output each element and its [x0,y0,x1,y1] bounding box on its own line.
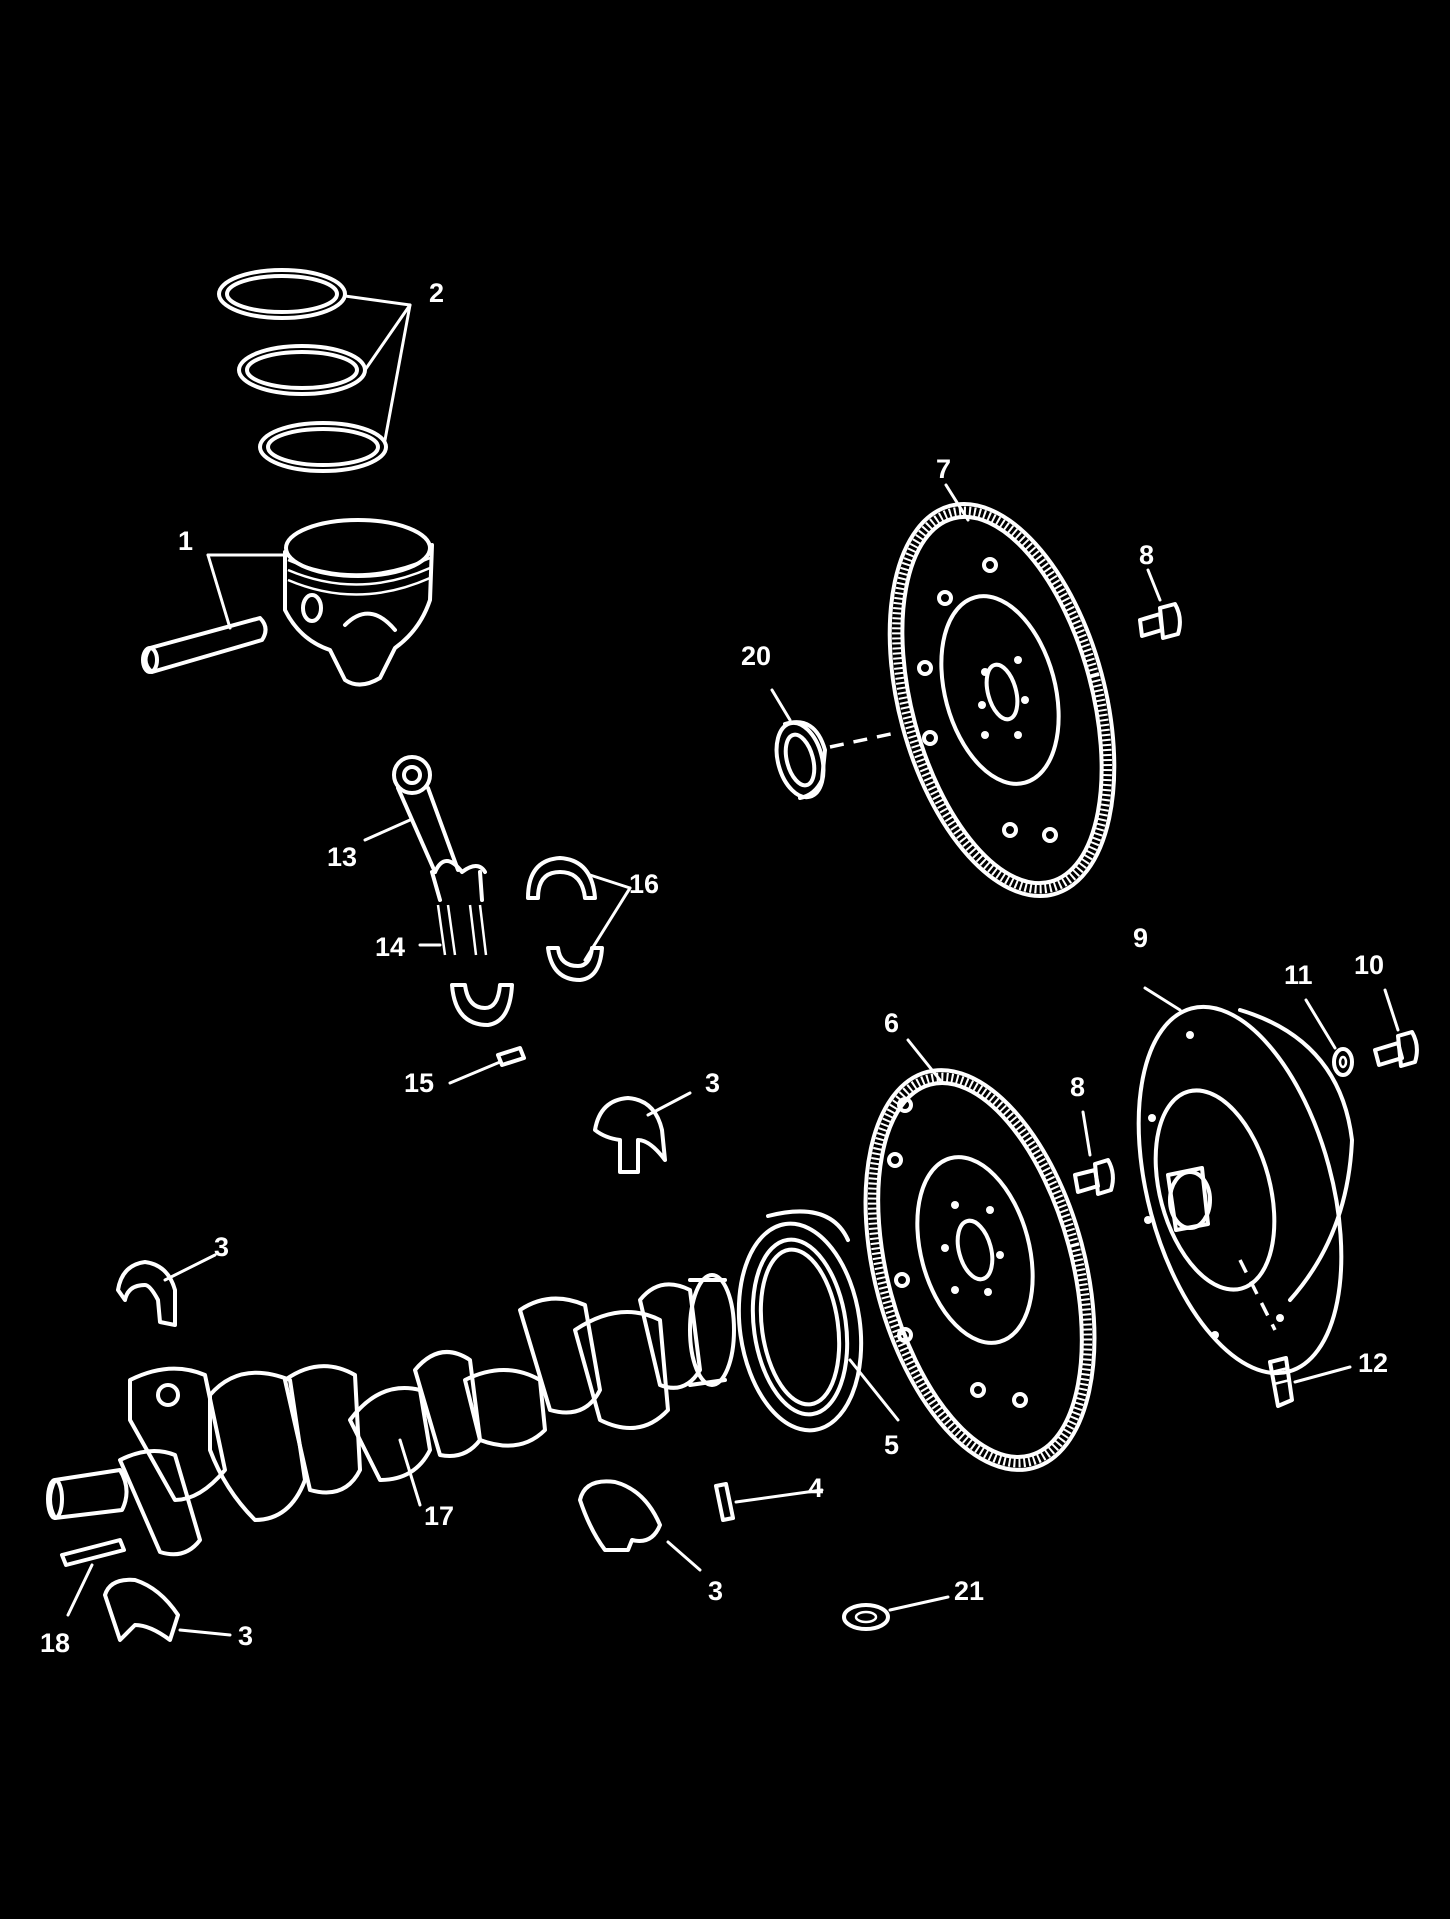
callout-14: 14 [375,932,405,962]
callout-17: 17 [424,1501,454,1531]
callout-21: 21 [954,1576,984,1606]
callout-3: 3 [705,1068,720,1098]
callout-labels: 2 1 7 8 20 13 16 14 9 11 10 6 15 3 8 3 1… [40,278,1388,1658]
flywheel-dowel [714,1482,735,1522]
callout-1: 1 [178,526,193,556]
callout-8: 8 [1070,1072,1085,1102]
crankshaft [46,1273,736,1557]
rear-main-seal [736,1209,864,1433]
callout-3: 3 [708,1576,723,1606]
connecting-rod [392,755,488,956]
callout-9: 9 [1133,923,1148,953]
callout-18: 18 [40,1628,70,1658]
callout-2: 2 [429,278,444,308]
callout-12: 12 [1358,1348,1388,1378]
flywheel-bolt [1073,1158,1115,1196]
callout-13: 13 [327,842,357,872]
piston-rings [217,268,388,473]
flywheel-manual [863,1068,1097,1472]
callout-7: 7 [936,454,951,484]
callout-11: 11 [1284,960,1313,990]
flexplate [887,502,1117,898]
callout-3: 3 [238,1621,253,1651]
thrust-washer [842,1603,890,1631]
callout-8: 8 [1139,540,1154,570]
callout-20: 20 [741,641,771,671]
drain-plug-fitting [1268,1356,1294,1408]
drive-plate-bolt [1373,1030,1419,1068]
converter-drive-plate [1136,1004,1354,1376]
drive-plate-washer [1332,1047,1354,1077]
piston-assembly [141,518,434,687]
callout-4: 4 [808,1473,823,1503]
main-bearing-shells [103,1096,667,1642]
pilot-bushing [774,720,901,800]
flexplate-bolt [1138,602,1182,640]
leader-lines [66,294,1400,1637]
callout-6: 6 [884,1008,899,1038]
callout-16: 16 [629,869,659,899]
callout-10: 10 [1354,950,1384,980]
callout-5: 5 [884,1430,899,1460]
callout-3: 3 [214,1232,229,1262]
callout-15: 15 [404,1068,434,1098]
rod-dowel [496,1046,526,1067]
crank-key [60,1538,126,1567]
